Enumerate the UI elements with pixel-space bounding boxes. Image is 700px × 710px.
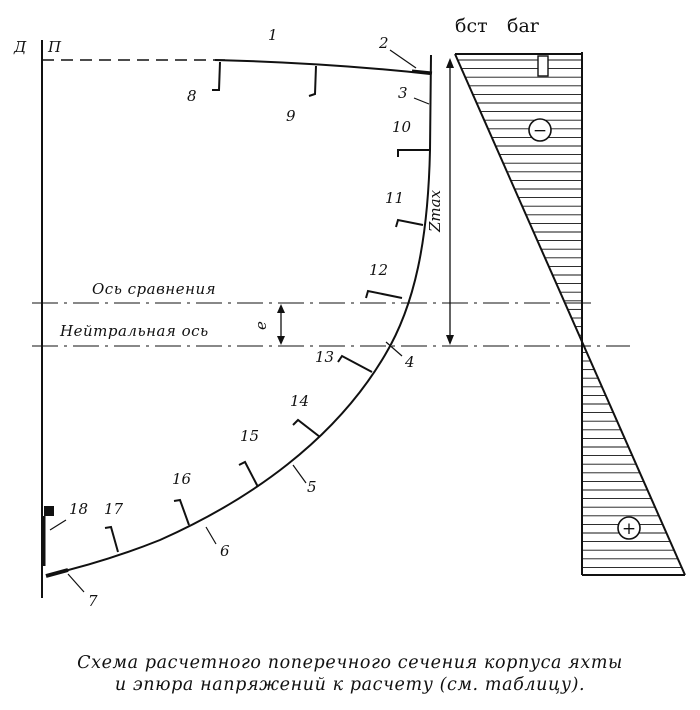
stiffener-17	[104, 525, 119, 553]
sigma-st-label: бст	[455, 15, 488, 37]
label-6: 6	[220, 542, 230, 560]
stress-hatching	[457, 59, 682, 568]
e-label: e	[252, 321, 270, 330]
stiffener-18	[44, 506, 54, 516]
label-12: 12	[369, 261, 388, 279]
stiffener-8	[212, 61, 221, 91]
compression-circle	[528, 118, 552, 142]
label-4: 4	[404, 353, 415, 371]
stiffener-15	[238, 460, 259, 488]
label-13: 13	[315, 348, 334, 366]
tension-circle	[617, 516, 641, 540]
neutral-axis-label: Нейтральная ось	[59, 322, 209, 340]
comparison-axis-label: Ось сравнения	[92, 280, 216, 298]
caption-line-1: Схема расчетного поперечного сечения кор…	[77, 653, 623, 673]
label-9: 9	[286, 107, 296, 125]
section-diagram: e Zmax − + 1 2 3 4 5 6	[13, 15, 686, 610]
label-17: 17	[104, 500, 124, 518]
zmax-arrow-down	[446, 335, 454, 345]
label-10: 10	[392, 118, 412, 136]
stiffener-11	[395, 218, 424, 228]
stiffener-13	[337, 354, 373, 373]
label-18: 18	[69, 500, 88, 518]
label-14: 14	[290, 392, 309, 410]
e-arrow-down	[277, 336, 285, 345]
caption-line-2: и эпюра напряжений к расчету (см. таблиц…	[114, 675, 586, 695]
deck-plating	[214, 59, 431, 75]
label-d: Д	[13, 38, 27, 56]
hull-shell	[47, 54, 432, 576]
stiffener-16	[173, 498, 190, 526]
stiffener-12	[365, 289, 403, 299]
stiffener-14	[292, 418, 321, 438]
label-11: 11	[385, 189, 404, 207]
plus-sign: +	[622, 519, 636, 539]
stress-diagonal	[454, 53, 686, 576]
stiffener-9	[308, 65, 317, 97]
label-1: 1	[268, 26, 278, 44]
leader-lines	[49, 49, 430, 593]
keel-plate	[45, 568, 69, 578]
label-3: 3	[398, 84, 408, 102]
stiffener-10	[397, 149, 429, 157]
minus-sign: −	[533, 121, 547, 141]
stringer-block	[537, 55, 549, 77]
label-15: 15	[240, 427, 259, 445]
label-7: 7	[88, 592, 98, 610]
zmax-label: Zmax	[426, 189, 444, 233]
label-5: 5	[307, 478, 317, 496]
sigma-ar-label: бar	[507, 15, 540, 37]
zmax-arrow-up	[446, 58, 454, 68]
label-2: 2	[378, 34, 389, 52]
label-8: 8	[187, 87, 197, 105]
label-p: П	[47, 38, 62, 56]
e-arrow-up	[277, 304, 285, 313]
deck-stringer-2	[411, 69, 433, 75]
stiffeners	[104, 61, 429, 553]
label-16: 16	[172, 470, 192, 488]
